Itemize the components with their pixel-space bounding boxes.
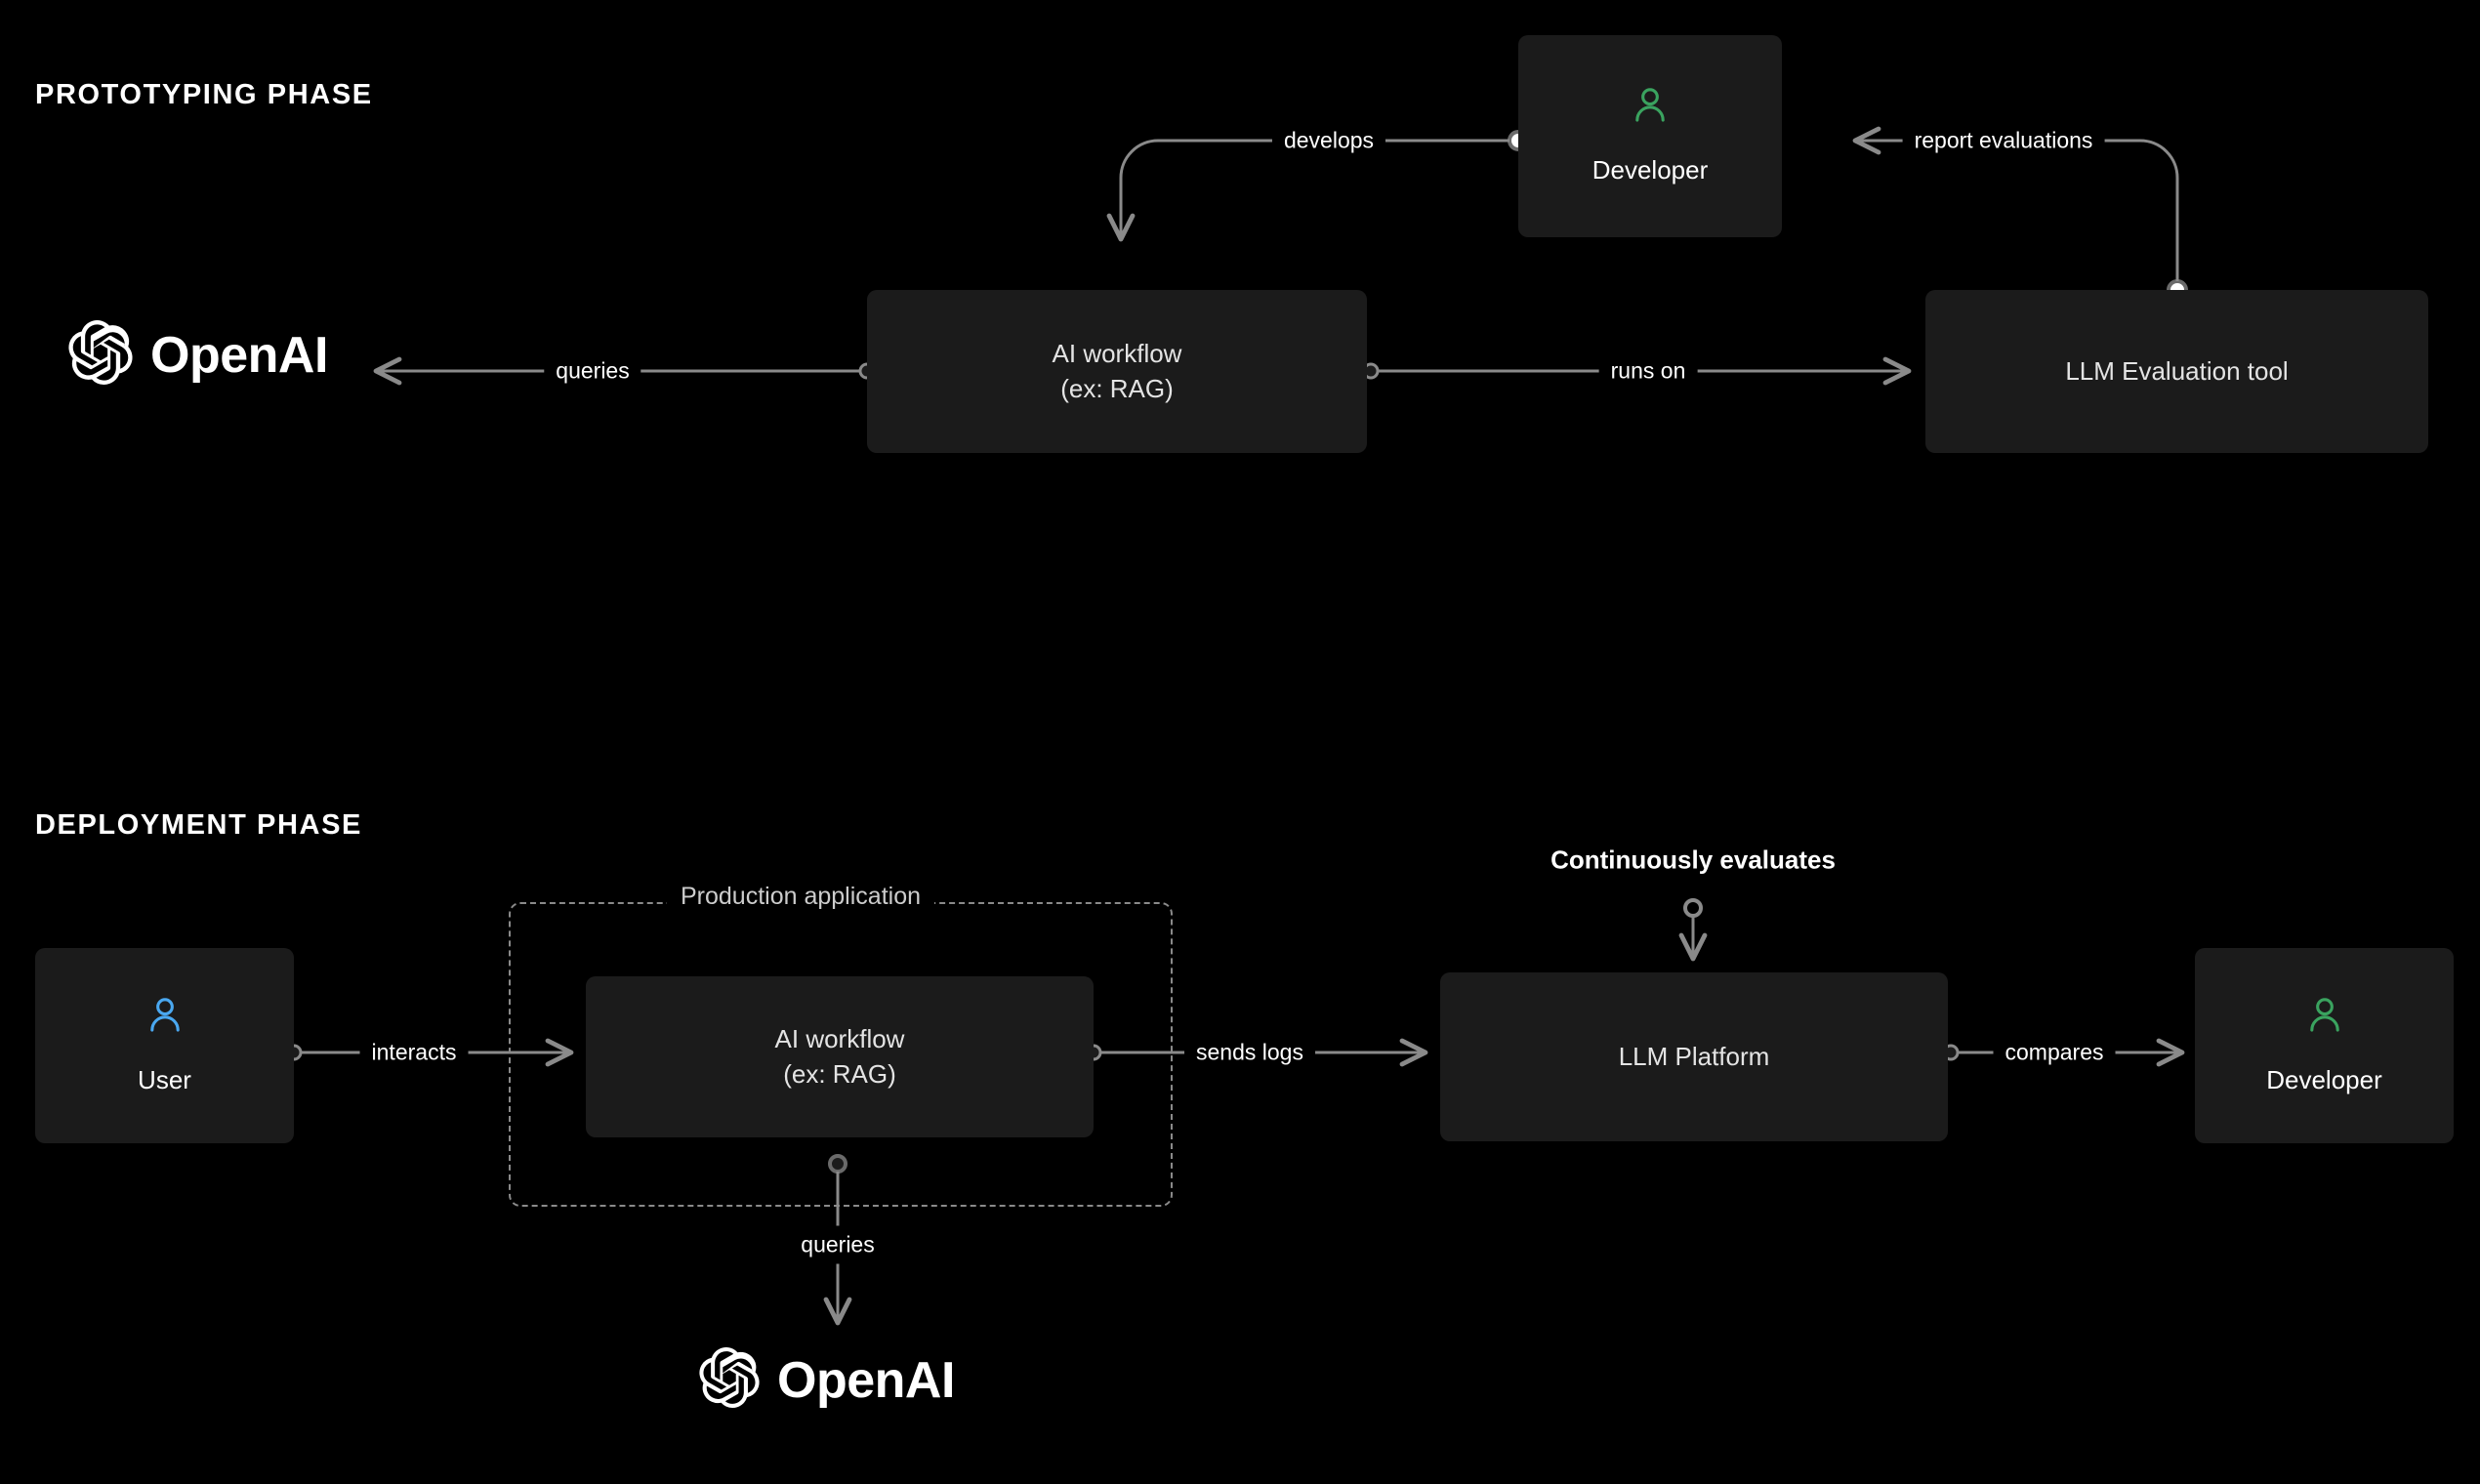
group-production-application-label: Production application (667, 883, 934, 911)
openai-wordmark: OpenAI (150, 326, 328, 384)
edge-label-queries-deployment: queries (789, 1225, 887, 1264)
openai-logo-node[interactable]: OpenAI (68, 319, 328, 390)
person-icon (144, 994, 186, 1042)
phase-title-deployment: DEPLOYMENT PHASE (35, 809, 362, 841)
node-user[interactable]: User (35, 948, 294, 1143)
node-label: Developer (2266, 1064, 2382, 1094)
node-developer-prototyping[interactable]: Developer (1518, 35, 1782, 237)
edge-label-sends-logs: sends logs (1184, 1033, 1315, 1072)
person-icon (1629, 84, 1672, 132)
openai-logo-icon (68, 319, 133, 390)
edge-label-report-evaluations: report evaluations (1902, 121, 2105, 160)
edge-report-evaluations (1852, 126, 2188, 301)
openai-wordmark: OpenAI (777, 1351, 955, 1409)
edge-label-interacts: interacts (359, 1033, 469, 1072)
edge-label-runs-on: runs on (1598, 351, 1698, 391)
openai-logo-icon (699, 1346, 760, 1413)
annotation-continuously-evaluates: Continuously evaluates (1550, 845, 1836, 875)
node-label: Developer (1591, 155, 1709, 186)
node-label: LLM Evaluation tool (2065, 355, 2289, 386)
edge-label-queries-prototyping: queries (544, 351, 641, 391)
node-label: LLM Platform (1618, 1041, 1770, 1071)
node-ai-workflow-prototyping[interactable]: AI workflow (ex: RAG) (867, 290, 1367, 453)
node-label: AI workflow (ex: RAG) (774, 1023, 905, 1089)
node-label: AI workflow (ex: RAG) (1052, 338, 1182, 403)
node-llm-platform[interactable]: LLM Platform (1440, 972, 1948, 1141)
node-ai-workflow-production[interactable]: AI workflow (ex: RAG) (586, 976, 1094, 1137)
openai-logo-node-deployment[interactable]: OpenAI (699, 1346, 955, 1413)
phase-title-prototyping: PROTOTYPING PHASE (35, 79, 373, 110)
node-developer-deployment[interactable]: Developer (2195, 948, 2454, 1143)
edge-continuously-evaluates (1678, 898, 1708, 962)
node-llm-evaluation-tool[interactable]: LLM Evaluation tool (1925, 290, 2428, 453)
node-label: User (138, 1064, 191, 1094)
edge-label-compares: compares (1993, 1033, 2116, 1072)
edge-label-develops: develops (1271, 121, 1386, 160)
person-icon (2303, 994, 2346, 1042)
